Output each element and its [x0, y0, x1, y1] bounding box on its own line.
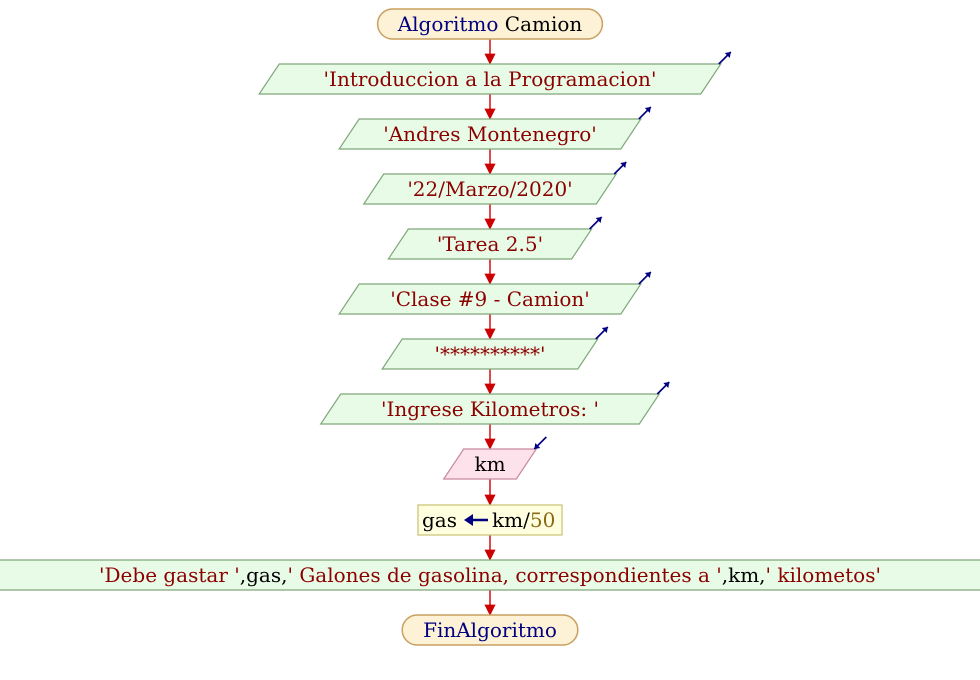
input-step: km [442, 436, 547, 480]
output-text: 'Introduccion a la Programacion' [324, 67, 657, 91]
input-variable: km [474, 452, 505, 476]
svg-text:'Tarea 2.5': 'Tarea 2.5' [437, 232, 543, 256]
output-step-6: '**********' [381, 326, 609, 370]
assign-expr-number: 50 [530, 508, 555, 532]
start-keyword: Algoritmo [397, 12, 499, 36]
svg-text:'Debe gastar ',gas,' Galones d: 'Debe gastar ',gas,' Galones de gasolina… [99, 563, 881, 587]
output-part-3: , [281, 563, 287, 587]
assign-expr-var: km [492, 508, 523, 532]
end-terminal: FinAlgoritmo [401, 614, 579, 646]
output-step-7: 'Ingrese Kilometros: ' [319, 381, 670, 425]
output-text: '22/Marzo/2020' [407, 177, 572, 201]
output-text: 'Tarea 2.5' [437, 232, 543, 256]
output-part-7: , [759, 563, 765, 587]
output-part-8: ' kilometos' [766, 563, 881, 587]
assign-expr-op: / [523, 508, 530, 532]
svg-text:km/50: km/50 [492, 508, 555, 532]
svg-text:'Andres Montenegro': 'Andres Montenegro' [383, 122, 597, 146]
svg-text:'Introduccion a la Programacio: 'Introduccion a la Programacion' [324, 67, 657, 91]
output-part-4: ' Galones de gasolina, correspondientes … [287, 563, 721, 587]
output-text: '**********' [435, 342, 546, 366]
svg-text:'**********': '**********' [435, 342, 546, 366]
output-step-5: 'Clase #9 - Camion' [338, 271, 652, 315]
svg-text:km: km [474, 452, 505, 476]
svg-text:'22/Marzo/2020': '22/Marzo/2020' [407, 177, 572, 201]
output-text: 'Andres Montenegro' [383, 122, 597, 146]
output-text: 'Clase #9 - Camion' [390, 287, 590, 311]
final-output-step: 'Debe gastar ',gas,' Galones de gasolina… [0, 559, 980, 591]
output-part-2: gas [246, 563, 281, 587]
output-step-1: 'Introduccion a la Programacion' [258, 51, 732, 95]
start-terminal: Algoritmo Camion [376, 8, 604, 40]
output-step-4: 'Tarea 2.5' [387, 216, 603, 260]
output-step-2: 'Andres Montenegro' [338, 106, 652, 150]
end-keyword: FinAlgoritmo [423, 618, 557, 642]
output-part-5: , [722, 563, 728, 587]
assign-step: gas km/50 [417, 504, 563, 536]
svg-text:Algoritmo Camion: Algoritmo Camion [397, 12, 583, 36]
output-part-1: , [240, 563, 246, 587]
output-part-0: 'Debe gastar ' [99, 563, 240, 587]
assign-target: gas [422, 508, 457, 532]
svg-text:'Ingrese Kilometros: ': 'Ingrese Kilometros: ' [381, 397, 599, 421]
output-text: 'Ingrese Kilometros: ' [381, 397, 599, 421]
svg-text:FinAlgoritmo: FinAlgoritmo [423, 618, 557, 642]
output-part-6: km [728, 563, 759, 587]
output-step-3: '22/Marzo/2020' [362, 161, 627, 205]
svg-text:'Clase #9 - Camion': 'Clase #9 - Camion' [390, 287, 590, 311]
algorithm-name: Camion [498, 12, 582, 36]
